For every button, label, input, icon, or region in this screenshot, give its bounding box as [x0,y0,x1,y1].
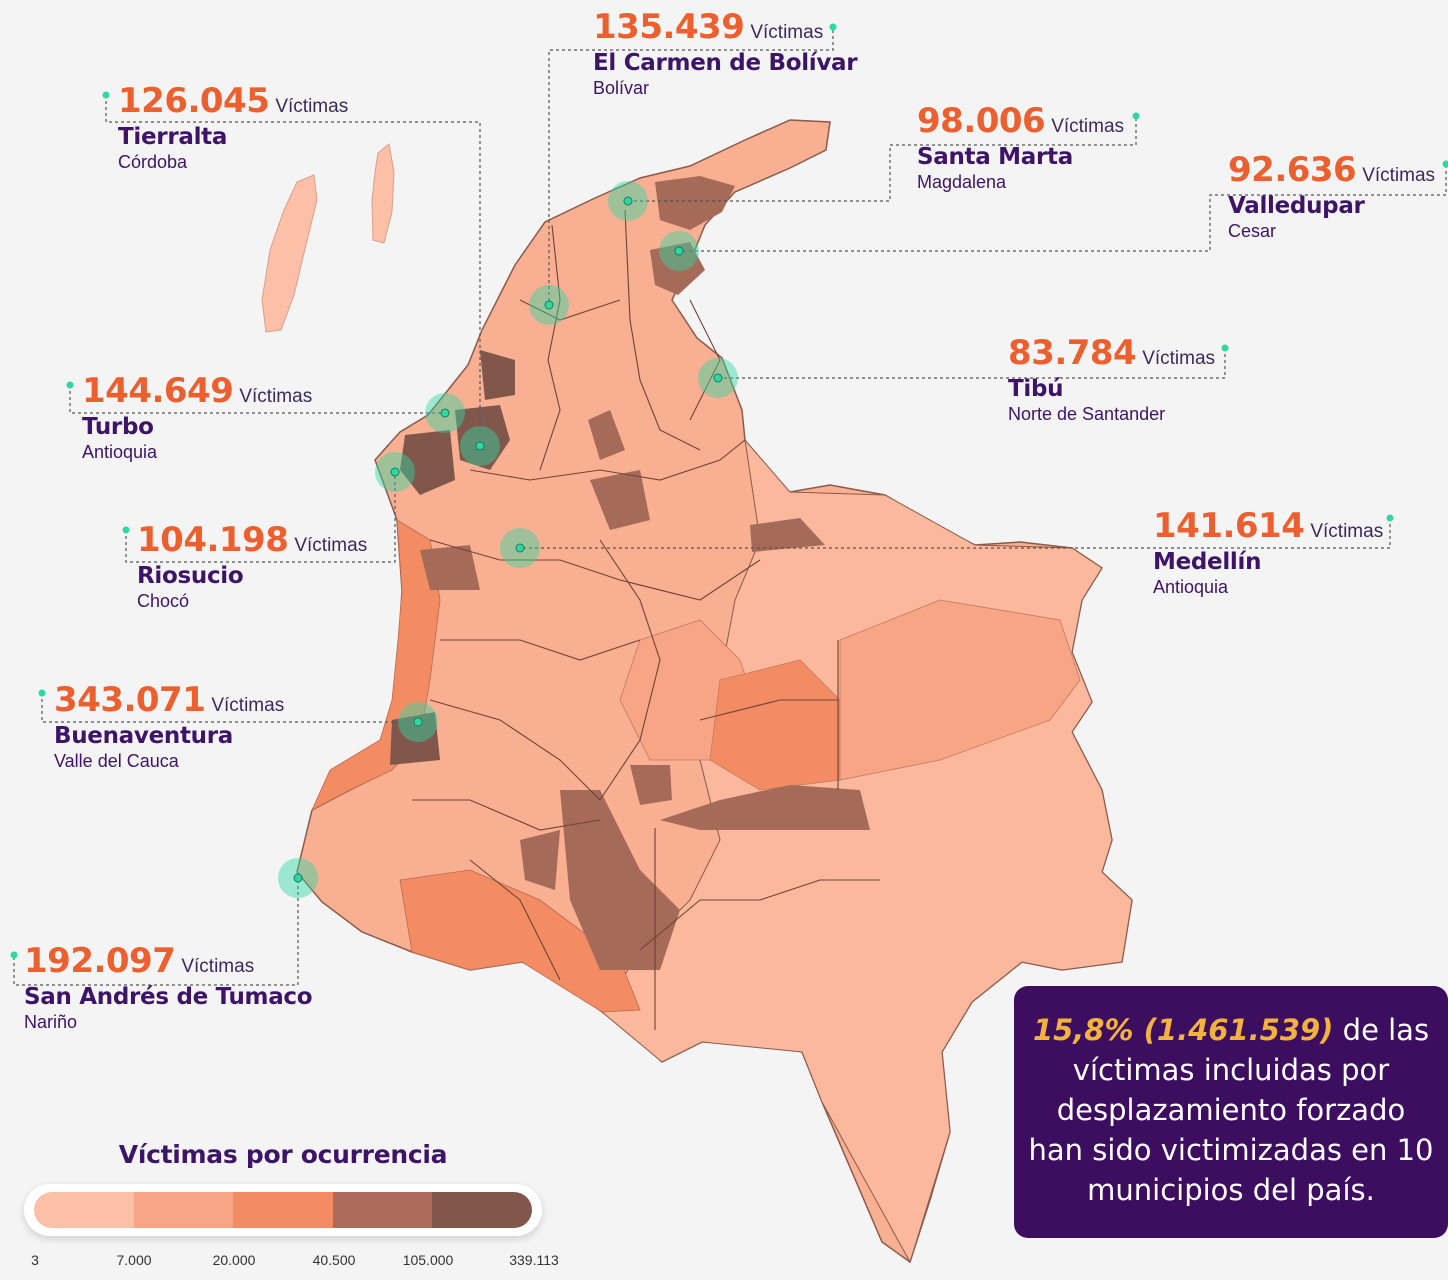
legend-swatch-3 [233,1192,333,1228]
marker-turbo [425,393,465,433]
island-providencia [371,143,395,244]
city-name: El Carmen de Bolívar [593,50,858,76]
victims-unit: Víctimas [750,22,824,43]
legend-swatch-1 [34,1192,134,1228]
victims-unit: Víctimas [294,535,368,556]
area-dark-4 [480,350,515,400]
victims-unit: Víctimas [1051,116,1125,137]
city-name: Buenaventura [54,723,233,749]
area-dark-8 [660,785,870,830]
victims-count: 98.006 [917,101,1046,141]
city-name: Valledupar [1228,193,1365,219]
area-dark-5 [400,430,455,495]
area-dark-13 [520,830,560,890]
victims-count: 104.198 [137,520,289,560]
legend-tick: 40.500 [312,1252,356,1268]
legend-swatch-5 [432,1192,532,1228]
victims-unit: Víctimas [1142,348,1216,369]
victims-unit: Víctimas [239,386,313,407]
marker-el-carmen [608,181,648,221]
city-name: Turbo [82,414,154,440]
victims-unit: Víctimas [275,96,349,117]
department-name: Nariño [24,1012,78,1032]
summary-text: de las víctimas incluidas por desplazami… [1028,1013,1434,1207]
victims-unit: Víctimas [211,695,285,716]
island-san-andres [261,174,318,333]
city-name: Riosucio [137,563,244,589]
leader-lines [13,30,1447,986]
victims-count: 135.439 [593,7,745,47]
department-name: Cesar [1228,221,1277,241]
department-borders [412,209,880,1030]
area-dark-9 [560,790,680,970]
victims-unit: Víctimas [181,956,255,977]
region-south [399,869,641,1013]
department-name: Antioquia [1153,577,1229,597]
victims-unit: Víctimas [1310,521,1384,542]
victims-count: 192.097 [24,941,176,981]
marker-medellin [500,528,540,568]
marker-riosucio [375,452,415,492]
leader-end-dots [10,23,1448,959]
area-dark-6 [390,712,440,765]
legend-tick: 7.000 [116,1252,152,1268]
city-name: Medellín [1153,549,1262,575]
city-name: Tibú [1008,376,1064,402]
legend-tick: 339.113 [509,1252,559,1268]
marker-tibu [698,358,738,398]
victims-unit: Víctimas [1362,165,1436,186]
marker-buenaventura [398,702,438,742]
department-name: Norte de Santander [1008,404,1166,424]
legend-tick: 20.000 [212,1252,256,1268]
area-dark-2 [650,242,705,295]
area-dark-11 [590,470,650,530]
summary-highlight: 15,8% (1.461.539) [1032,1013,1334,1047]
city-markers [278,181,738,898]
area-dark-7 [750,518,825,552]
department-name: Magdalena [917,172,1007,192]
region-vichada [839,599,1081,781]
department-name: Antioquia [82,442,158,462]
department-name: Córdoba [118,152,188,172]
department-name: Bolívar [593,78,650,98]
department-name: Valle del Cauca [54,751,179,771]
marker-santa-marta [659,231,699,271]
marker-valledupar-region [529,285,569,325]
victims-count: 343.071 [54,680,206,720]
legend-swatch-4 [332,1192,433,1228]
victims-count: 126.045 [118,81,270,121]
legend-title: Víctimas por ocurrencia [118,1140,448,1169]
legend-tick: 105.000 [402,1252,454,1268]
city-name: Tierralta [118,124,228,150]
victims-count: 92.636 [1228,150,1357,190]
victims-count: 83.784 [1008,333,1137,373]
summary-info-box: 15,8% (1.461.539) de las víctimas inclui… [1014,986,1448,1238]
area-dark-12 [420,545,480,590]
victims-count: 144.649 [82,371,234,411]
area-dark-14 [588,410,625,460]
area-dark-10 [630,765,672,805]
legend-color-scale [24,1184,542,1236]
legend-swatch-2 [133,1192,234,1228]
legend-tick: 3 [31,1252,39,1268]
marker-tumaco [278,858,318,898]
victims-count: 141.614 [1153,506,1305,546]
city-name: Santa Marta [917,144,1073,170]
department-name: Chocó [137,591,190,611]
city-name: San Andrés de Tumaco [24,984,313,1010]
area-dark-3 [455,405,510,470]
area-dark-1 [655,176,735,230]
marker-tierralta [460,426,500,466]
